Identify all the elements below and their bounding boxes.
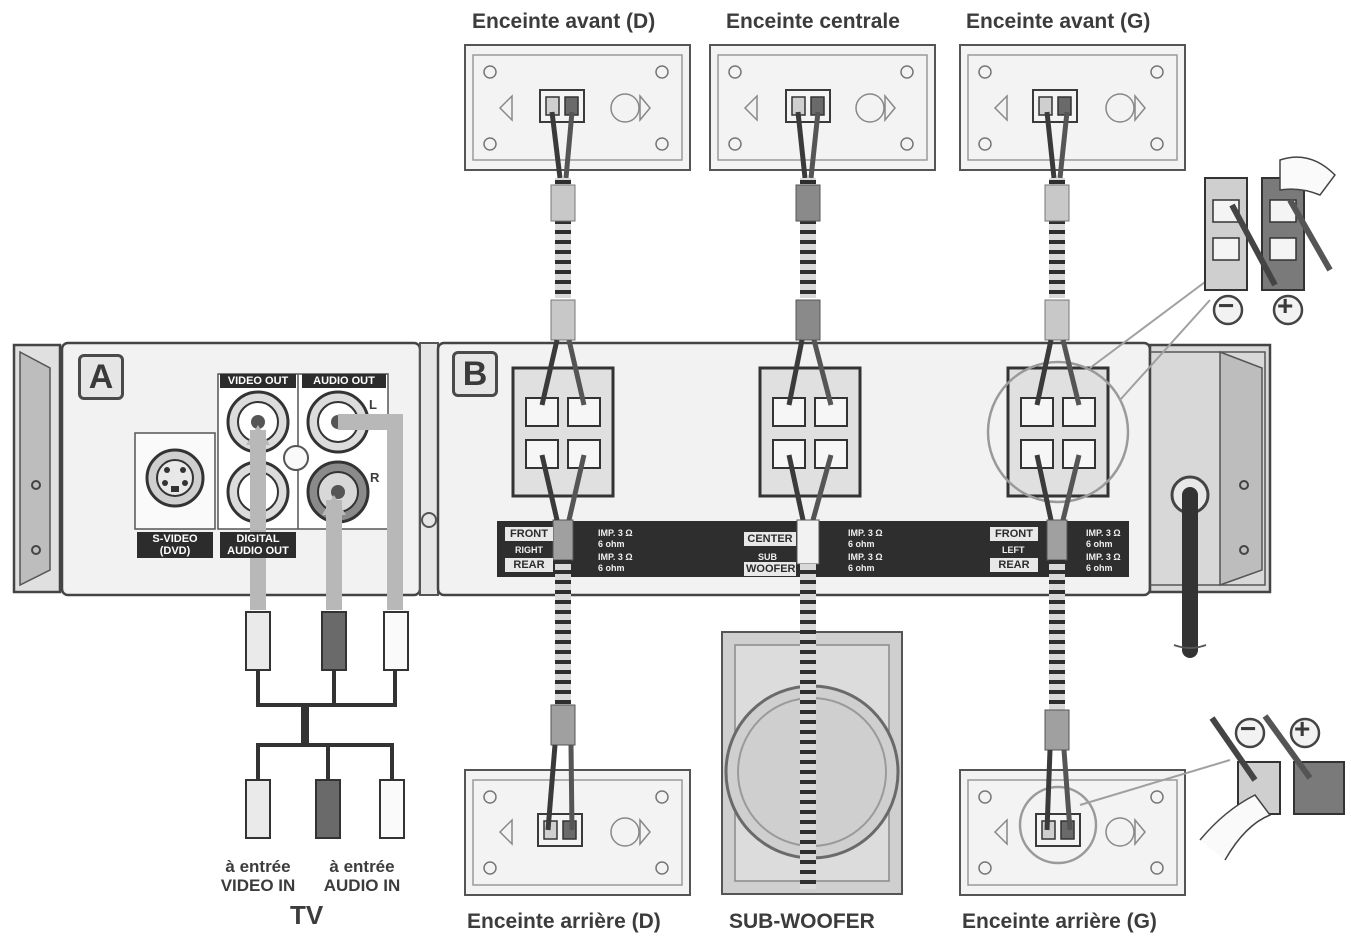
label-audio-l: L [369,397,377,412]
minus-icon [1212,294,1244,326]
strip-left: LEFT [1002,545,1025,555]
strip-spec-fr-1: IMP. 3 Ω [598,528,633,538]
label-video-out: VIDEO OUT [220,374,296,388]
strip-spec-fl-2: 6 ohm [1086,539,1113,549]
strip-spec-fl-1: IMP. 3 Ω [1086,528,1121,538]
label-svideo: S-VIDEO(DVD) [137,532,213,558]
speaker-cables [539,111,1082,889]
panel-a-label: A [78,354,124,400]
strip-spec-rl-2: 6 ohm [1086,563,1113,573]
zoom-circle [986,360,1130,504]
strip-spec-rl-1: IMP. 3 Ω [1086,552,1121,562]
minus-icon [1234,717,1266,749]
strip-sub: SUB [758,552,778,562]
strip-front-left: FRONT [990,527,1038,541]
label-rear-right: Enceinte arrière (D) [467,910,661,933]
speaker-rear-right [464,769,691,896]
strip-right: RIGHT [515,545,543,555]
label-front-left: Enceinte avant (G) [966,10,1151,33]
label-subwoofer: SUB-WOOFER [729,910,875,933]
strip-spec-rr-1: IMP. 3 Ω [598,552,633,562]
strip-front-right: FRONT [505,527,553,541]
terminal-detail-inset-top [1204,156,1336,291]
speaker-rear-left [959,769,1186,896]
label-audio-out: AUDIO OUT [302,374,386,388]
plus-icon [1272,294,1304,326]
polarity-plus-bottom: + [1294,713,1311,744]
strip-woofer: WOOFER [744,562,796,576]
strip-spec-sw-1: IMP. 3 Ω [848,552,883,562]
label-center: Enceinte centrale [726,10,900,33]
polarity-minus-top: − [1218,290,1235,321]
terminal-detail-inset-bottom [1079,714,1345,861]
speaker-center [709,44,936,171]
strip-spec-c-1: IMP. 3 Ω [848,528,883,538]
label-rear-left: Enceinte arrière (G) [962,910,1157,933]
strip-rear-right: REAR [505,558,553,572]
panel-b-label: B [452,351,498,397]
panel-b-terminals [497,281,1211,577]
strip-spec-c-2: 6 ohm [848,539,875,549]
speaker-front-left [959,44,1186,171]
label-front-right: Enceinte avant (D) [472,10,656,33]
strip-rear-left: REAR [990,558,1038,572]
polarity-minus-bottom: − [1240,713,1257,744]
strip-center: CENTER [744,532,796,546]
label-audio-r: R [370,470,380,485]
speaker-front-right [464,44,691,171]
plus-icon [1289,717,1321,749]
polarity-plus-top: + [1277,290,1294,321]
strip-spec-fr-2: 6 ohm [598,539,625,549]
zoom-circle [1018,785,1098,865]
label-tv: TV [290,900,324,930]
rca-cables [245,414,409,839]
strip-spec-rr-2: 6 ohm [598,563,625,573]
strip-spec-sw-2: 6 ohm [848,563,875,573]
